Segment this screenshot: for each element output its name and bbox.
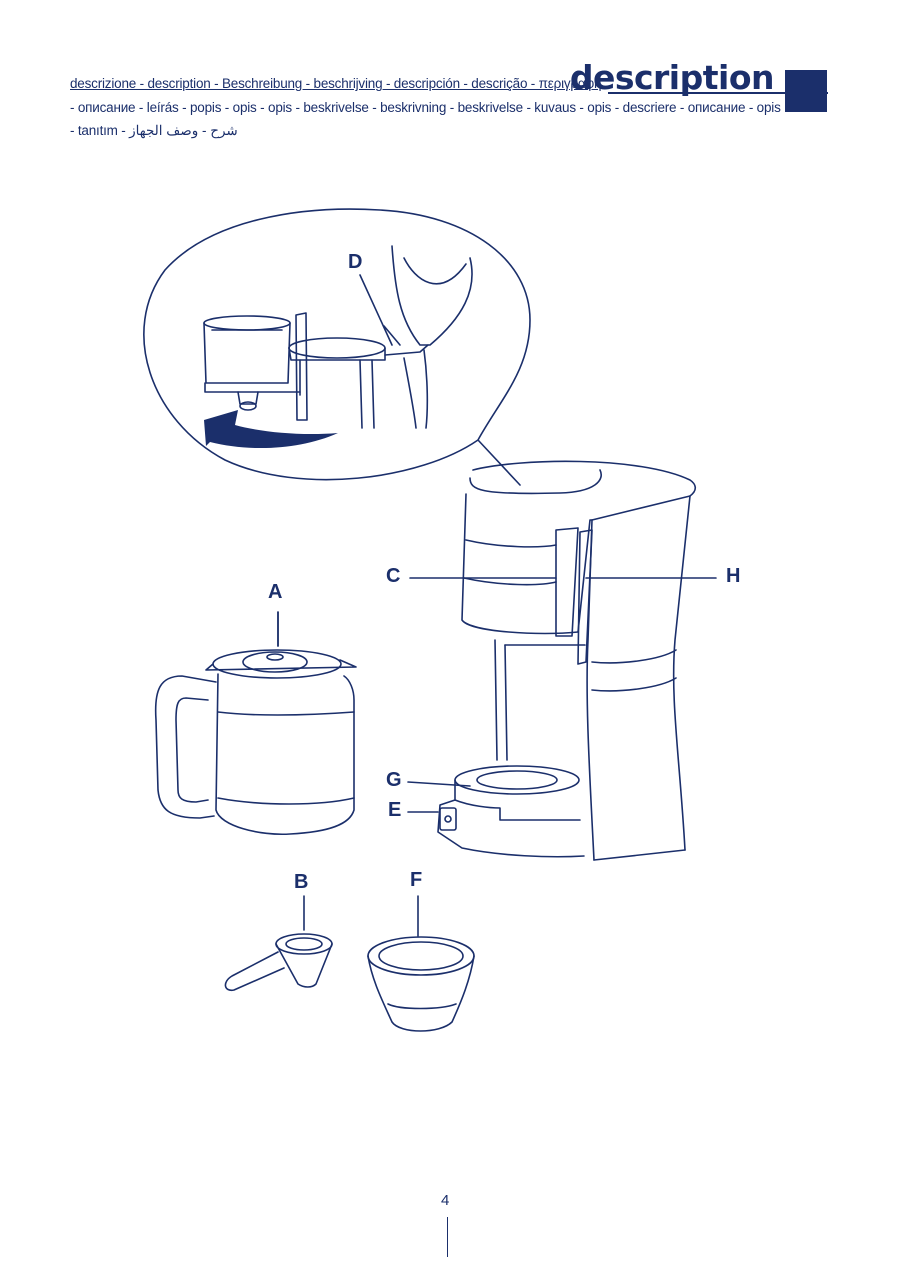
label-a: A [268,581,282,603]
open-lid-detail [288,245,473,429]
language-list-line-3: - tanıtım - شرح - وصف الجهاز [70,123,238,138]
page-number: 4 [441,1192,450,1209]
measuring-spoon [224,895,333,992]
swing-arrow [204,410,338,449]
label-b: B [294,871,308,893]
coffee-maker-body [461,460,697,861]
label-g: G [386,769,402,791]
section-marker-square [785,70,827,112]
leader-g [407,781,471,787]
carafe [154,611,357,836]
permanent-filter [367,895,475,1032]
language-list-line-2: - описание - leírás - popis - opis - opi… [70,100,781,115]
zoom-callout-bubble [143,208,531,486]
label-e: E [388,799,401,821]
base-hotplate [437,765,585,858]
leader-d [359,274,393,346]
label-c: C [386,565,400,587]
page-title: description [569,58,775,97]
label-f: F [410,869,422,891]
label-d: D [348,251,362,273]
filter-holder-detail [203,312,308,421]
title-rule [608,92,828,94]
page-number-bar [447,1217,449,1257]
label-h: H [726,565,740,587]
language-list-line-1: descrizione - description - Beschreibung… [70,76,602,91]
